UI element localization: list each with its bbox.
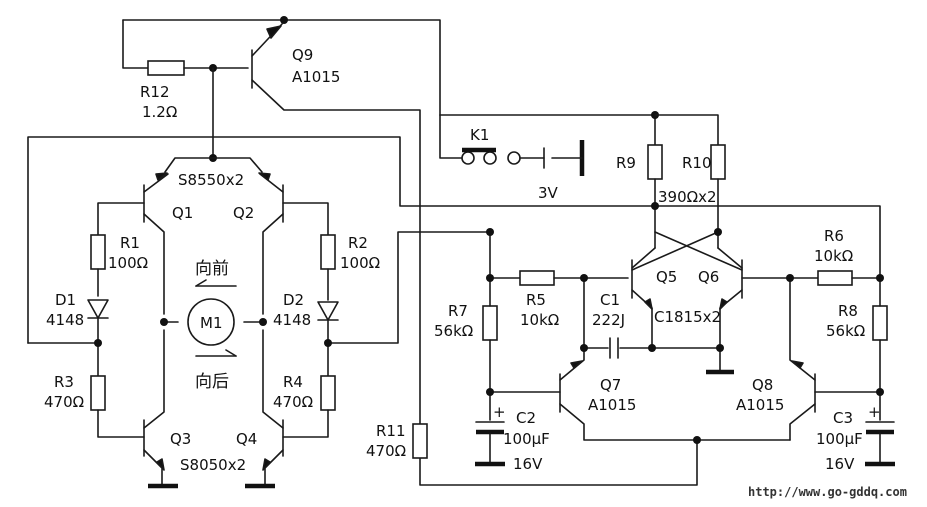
h-bridge [27,136,881,489]
r3-value: 470Ω [44,393,84,411]
q9-label: Q9 [292,46,313,64]
q34-pair-label: S8050x2 [180,456,246,474]
r6-value: 10kΩ [814,247,853,265]
r10-label: R10 [682,154,712,172]
r1-value: 100Ω [108,254,148,272]
r11-resistor [412,423,428,459]
motor-label: M1 [200,314,223,332]
r2-value: 100Ω [340,254,380,272]
r5-value: 10kΩ [520,311,559,329]
r2-resistor [320,234,336,270]
r4-resistor [320,375,336,411]
multivibrator [412,144,895,467]
k1-contact-3 [507,151,521,165]
q4-label: Q4 [236,430,257,448]
q3-label: Q3 [170,430,191,448]
r7-label: R7 [448,302,468,320]
c2-value: 100μF [503,430,550,448]
q9-section [122,19,698,486]
r7-resistor [482,305,498,341]
q8-label: Q8 [752,376,773,394]
d1-value: 4148 [46,311,84,329]
k1-contact-2 [483,151,497,165]
q6-label: Q6 [698,268,719,286]
c1-label: C1 [600,291,620,309]
q5-label: Q5 [656,268,677,286]
r10-resistor [710,144,726,180]
q1-label: Q1 [172,204,193,222]
r1-label: R1 [120,234,140,252]
r3-label: R3 [54,373,74,391]
r12-resistor [147,60,185,76]
q7-label: Q7 [600,376,621,394]
r6-resistor [817,270,853,286]
r12-value: 1.2Ω [142,103,177,121]
k1-contact-1 [461,151,475,165]
q9-type-label: A1015 [292,68,340,86]
q7-type-label: A1015 [588,396,636,414]
r6-label: R6 [824,227,844,245]
r11-value: 470Ω [366,442,406,460]
r12-label: R12 [140,83,170,101]
c2-label: C2 [516,409,536,427]
r910-value: 390Ωx2 [658,188,717,206]
c3-voltage: 16V [825,455,855,473]
r4-label: R4 [283,373,303,391]
r4-value: 470Ω [273,393,313,411]
r3-resistor [90,375,106,411]
d2-value: 4148 [273,311,311,329]
c2-voltage: 16V [513,455,543,473]
k1-label: K1 [470,126,489,144]
r9-resistor [647,144,663,180]
r5-label: R5 [526,291,546,309]
forward-label: 向前 [195,259,229,279]
q12-pair-label: S8550x2 [178,171,244,189]
motor-m1 [187,298,235,346]
d2-label: D2 [283,291,304,309]
backward-label: 向后 [195,372,229,392]
r7-value: 56kΩ [434,322,473,340]
r9-label: R9 [616,154,636,172]
c3-label: C3 [833,409,853,427]
c3-value: 100μF [816,430,863,448]
q2-label: Q2 [233,204,254,222]
r1-resistor [90,234,106,270]
c2-plus: + [493,403,506,421]
battery-label: 3V [538,184,559,202]
r8-resistor [872,305,888,341]
c1-value: 222J [592,311,625,329]
d1-label: D1 [55,291,76,309]
r8-label: R8 [838,302,858,320]
q8-type-label: A1015 [736,396,784,414]
r5-resistor [519,270,555,286]
q56-pair-label: C1815x2 [654,308,721,326]
c3-plus: + [868,403,881,421]
watermark-url: http://www.go-gddq.com [748,485,907,499]
r8-value: 56kΩ [826,322,865,340]
r2-label: R2 [348,234,368,252]
r11-label: R11 [376,422,406,440]
